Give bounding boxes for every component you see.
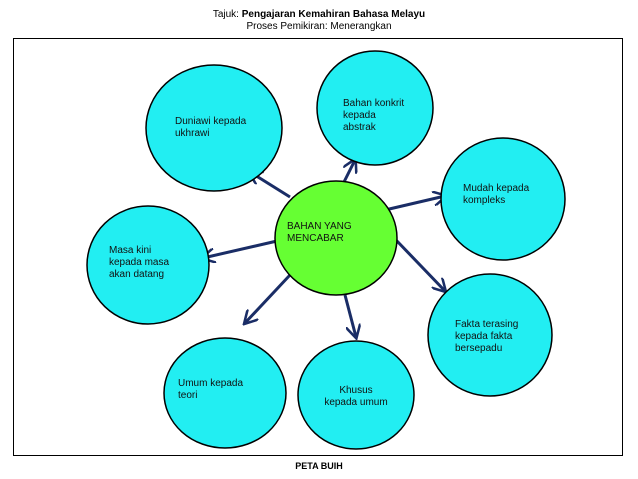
bubble-umum-shape [163,337,287,449]
arrow-to-fakta [394,238,445,291]
bubble-umum-label-line: Umum kepada [178,378,243,389]
center-bubble-shape [274,180,398,296]
bubble-mudah-shape [440,137,566,261]
bubble-masa-kini-label-line: kepada masa [109,257,169,268]
bubble-fakta-label-line: bersepadu [455,343,502,354]
bubble-khusus-shape [297,340,415,450]
bubble-fakta-label-line: Fakta terasing [455,319,518,330]
bubble-khusus-label-line: Khusus [339,385,372,396]
bubble-bahan-konkrit-label-line: abstrak [343,122,377,133]
bubble-bahan-konkrit-shape [316,50,434,166]
bubble-duniawi-label-line: Duniawi kepada [175,116,247,127]
center-bubble-label-line: BAHAN YANG [287,221,352,232]
bubble-duniawi-shape [145,64,283,192]
bubble-mudah-label-line: kompleks [463,195,505,206]
bubble-bahan-konkrit-label-line: Bahan konkrit [343,98,404,109]
title-line: Tajuk: Pengajaran Kemahiran Bahasa Melay… [0,9,638,21]
bubble-fakta-label-line: kepada fakta [455,331,513,342]
arrow-to-mudah [384,196,445,212]
bubble-masa-kini-label-line: Masa kini [109,245,151,256]
arrow-to-khusus [343,294,356,337]
bubble-umum-label-line: teori [178,390,197,401]
center-bubble-label-line: MENCABAR [287,233,344,244]
arrow-to-umum [245,273,292,323]
bubble-masa-kini-shape [86,205,210,325]
bubble-masa-kini-label-line: akan datang [109,269,164,280]
arrow-to-masa-kini [203,239,278,258]
bubble-khusus-label-line: kepada umum [324,397,387,408]
bubble-mudah-label-line: Mudah kepada [463,183,530,194]
bubble-duniawi-label-line: ukhrawi [175,128,209,139]
diagram-caption: PETA BUIH [295,461,343,471]
page-subtitle: Proses Pemikiran: Menerangkan [246,21,392,32]
bubble-bahan-konkrit-label-line: kepada [343,110,376,121]
bubble-fakta-shape [427,273,553,397]
title-prefix: Tajuk: [212,9,239,20]
page-title: Pengajaran Kemahiran Bahasa Melayu [241,9,426,20]
diagram-frame [13,38,623,456]
